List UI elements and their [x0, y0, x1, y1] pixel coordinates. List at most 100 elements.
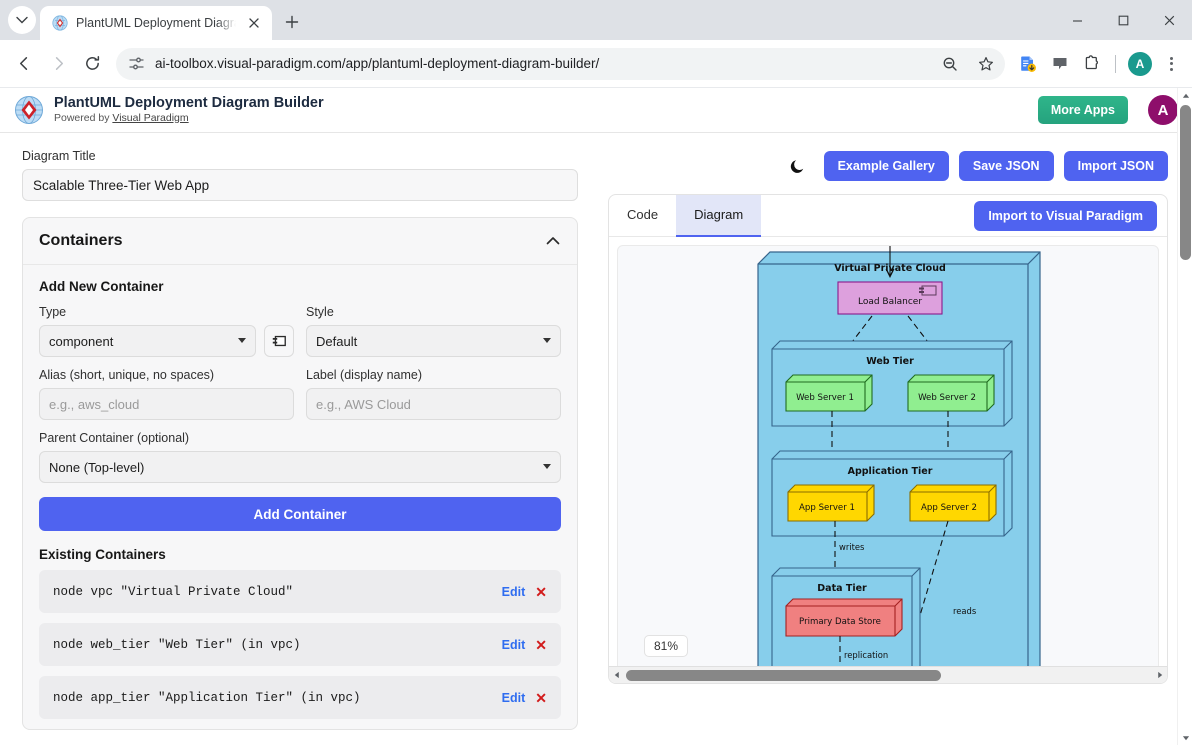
forward-arrow-icon[interactable]: [42, 48, 74, 80]
powered-by: Powered by Visual Paradigm: [54, 112, 1028, 126]
close-window-icon[interactable]: [1146, 0, 1192, 40]
container-code: node web_tier "Web Tier" (in vpc): [53, 637, 301, 652]
scroll-up-icon[interactable]: [1178, 88, 1192, 103]
extensions-icon[interactable]: [1077, 48, 1107, 80]
address-bar[interactable]: ai-toolbox.visual-paradigm.com/app/plant…: [116, 47, 1005, 80]
more-apps-button[interactable]: More Apps: [1037, 96, 1128, 124]
tab-search-icon[interactable]: [8, 6, 36, 34]
diagram-title-label: Diagram Title: [22, 149, 96, 163]
zoom-out-icon[interactable]: [937, 51, 963, 77]
edit-container-link[interactable]: Edit: [501, 637, 526, 652]
node-primary-data-store: Primary Data Store: [785, 598, 903, 637]
tab-code[interactable]: Code: [627, 207, 659, 222]
display-label-label: Label (display name): [306, 368, 423, 382]
node-app-server-1: App Server 1: [787, 484, 875, 522]
diagram-title-input[interactable]: [22, 169, 578, 201]
container-list-item: node vpc "Virtual Private Cloud" Edit ✕: [39, 570, 561, 613]
tab-title: PlantUML Deployment Diagram: [76, 16, 236, 30]
toolbar-divider: [1115, 54, 1116, 73]
add-new-container-title: Add New Container: [39, 279, 164, 294]
node-app-server-2: App Server 2: [909, 484, 997, 522]
chevron-up-icon[interactable]: [545, 233, 561, 249]
star-icon[interactable]: [973, 51, 999, 77]
containers-title: Containers: [39, 232, 123, 249]
delete-container-icon[interactable]: ✕: [535, 689, 547, 706]
site-settings-icon[interactable]: [128, 55, 145, 72]
moon-icon[interactable]: [788, 156, 808, 176]
zoom-level-badge: 81%: [644, 635, 689, 657]
scrollbar-thumb[interactable]: [626, 669, 941, 681]
canvas-outer: 81%: [609, 237, 1167, 683]
display-label-input[interactable]: [306, 388, 561, 420]
containers-card-header[interactable]: Containers: [23, 218, 577, 265]
tab-diagram[interactable]: Diagram: [676, 195, 762, 237]
browser-tab[interactable]: PlantUML Deployment Diagram: [40, 6, 272, 40]
url-text: ai-toolbox.visual-paradigm.com/app/plant…: [155, 56, 600, 71]
type-label: Type: [39, 305, 67, 319]
edit-container-link[interactable]: Edit: [501, 690, 526, 705]
edge-label-writes: writes: [839, 542, 864, 552]
side-panel-icon[interactable]: [1045, 48, 1075, 80]
edge-label-replication: replication: [844, 650, 888, 660]
style-select[interactable]: Default: [306, 325, 561, 357]
visual-paradigm-link[interactable]: Visual Paradigm: [112, 111, 189, 124]
container-list-item: node web_tier "Web Tier" (in vpc) Edit ✕: [39, 623, 561, 666]
node-label-data-tier: Data Tier: [817, 583, 867, 594]
alias-field-group: Alias (short, unique, no spaces): [39, 368, 294, 420]
app-title: PlantUML Deployment Diagram Builder: [54, 94, 324, 111]
node-label-app-server-1: App Server 1: [799, 503, 855, 513]
label-field-group: Label (display name): [306, 368, 561, 420]
page-content: PlantUML Deployment Diagram Builder Powe…: [0, 88, 1192, 745]
diagram-canvas[interactable]: 81%: [617, 245, 1159, 675]
scrollbar-track[interactable]: [624, 667, 1152, 684]
delete-container-icon[interactable]: ✕: [535, 636, 547, 653]
preview-container: Code Diagram Import to Visual Paradigm 8…: [608, 194, 1168, 684]
page-vertical-scrollbar[interactable]: [1177, 88, 1192, 745]
save-json-button[interactable]: Save JSON: [958, 151, 1054, 181]
powered-by-prefix: Powered by: [54, 111, 113, 124]
app-header: PlantUML Deployment Diagram Builder Powe…: [0, 88, 1192, 133]
scroll-down-icon[interactable]: [1178, 730, 1192, 745]
scroll-right-icon[interactable]: [1152, 667, 1167, 684]
example-gallery-button[interactable]: Example Gallery: [823, 151, 949, 181]
import-to-visual-paradigm-button[interactable]: Import to Visual Paradigm: [974, 200, 1157, 231]
container-code: node app_tier "Application Tier" (in vpc…: [53, 690, 361, 705]
downloads-icon[interactable]: [1013, 48, 1043, 80]
add-container-button[interactable]: Add Container: [39, 497, 561, 531]
visual-paradigm-favicon-icon: [52, 15, 68, 31]
chrome-profile-avatar[interactable]: A: [1128, 51, 1152, 76]
delete-container-icon[interactable]: ✕: [535, 583, 547, 600]
node-web-server-1: Web Server 1: [785, 374, 873, 412]
parent-container-select[interactable]: None (Top-level): [39, 451, 561, 483]
visual-paradigm-logo-icon: [14, 95, 44, 125]
edit-container-link[interactable]: Edit: [501, 584, 526, 599]
minimize-icon[interactable]: [1054, 0, 1100, 40]
import-json-button[interactable]: Import JSON: [1063, 151, 1168, 181]
node-label-web-tier: Web Tier: [866, 356, 914, 367]
style-label: Style: [306, 305, 334, 319]
type-style-row: Type component: [39, 305, 561, 357]
node-label-application-tier: Application Tier: [848, 466, 933, 477]
three-dot-menu-icon[interactable]: [1158, 48, 1184, 80]
parent-field-group: Parent Container (optional) None (Top-le…: [39, 431, 561, 483]
existing-containers-title: Existing Containers: [39, 547, 166, 562]
reload-icon[interactable]: [76, 48, 108, 80]
page-scrollbar-thumb[interactable]: [1180, 105, 1191, 260]
canvas-horizontal-scrollbar[interactable]: [609, 666, 1167, 683]
alias-input[interactable]: [39, 388, 294, 420]
node-label-web-server-2: Web Server 2: [918, 393, 976, 403]
tab-close-icon[interactable]: [244, 13, 264, 33]
type-select[interactable]: component: [39, 325, 256, 357]
new-tab-icon[interactable]: [278, 8, 306, 36]
user-avatar[interactable]: A: [1148, 95, 1178, 125]
component-shape-icon[interactable]: [264, 325, 294, 357]
maximize-icon[interactable]: [1100, 0, 1146, 40]
scroll-left-icon[interactable]: [609, 667, 624, 684]
back-arrow-icon[interactable]: [8, 48, 40, 80]
style-field-group: Style Default: [306, 305, 561, 357]
node-label-primary-data-store: Primary Data Store: [799, 617, 881, 627]
containers-card: Containers Add New Container Type: [22, 217, 578, 730]
type-field-group: Type component: [39, 305, 294, 357]
containers-card-body: Add New Container Type component: [23, 265, 577, 719]
window-controls: [1054, 0, 1192, 40]
